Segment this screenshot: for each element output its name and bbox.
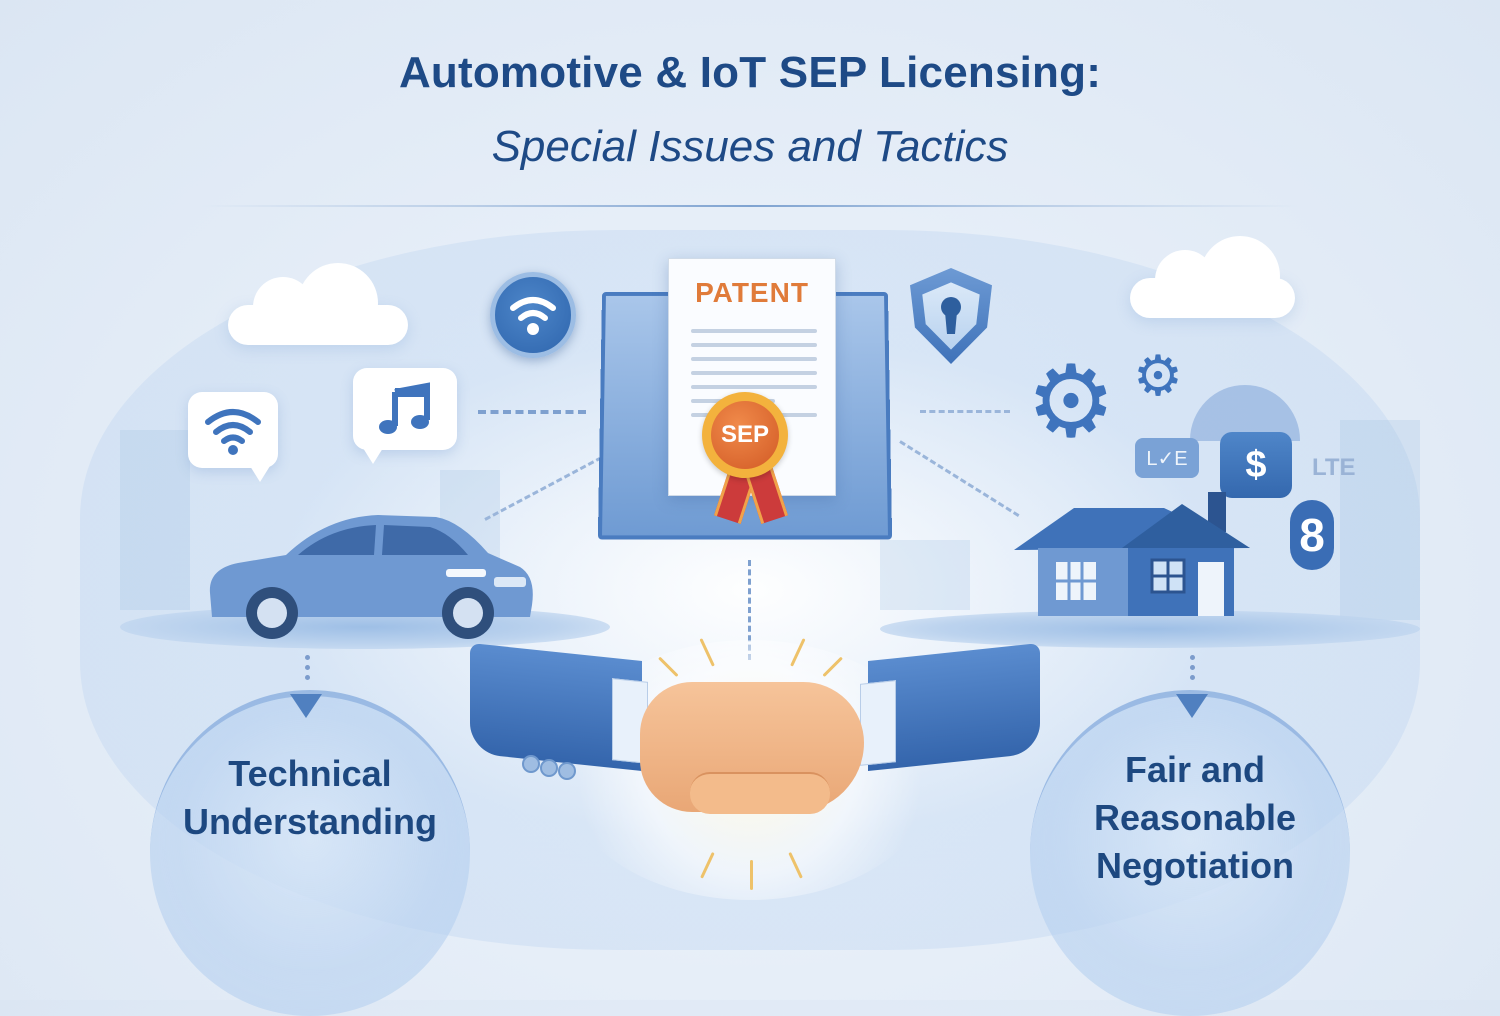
wifi-icon	[510, 297, 556, 335]
cloud-icon	[1130, 236, 1295, 318]
skyline-left	[120, 430, 190, 610]
house-platform	[880, 610, 1420, 648]
caption-line: Fair and	[1124, 749, 1266, 790]
caption-line: Understanding	[182, 801, 437, 842]
dotted-connector	[305, 655, 310, 685]
skyline-right-2	[880, 540, 970, 610]
cloud-icon	[228, 263, 408, 345]
fair-negotiation-zone	[1030, 690, 1350, 1016]
music-bubble	[353, 368, 457, 464]
dollar-icon: $	[1245, 443, 1267, 486]
finger-detail	[690, 772, 830, 814]
technical-understanding-label: Technical Understanding	[150, 750, 470, 846]
arrow-down-icon	[1176, 694, 1208, 718]
caption-line: Negotiation	[1096, 845, 1294, 886]
fair-negotiation-label: Fair and Reasonable Negotiation	[1030, 746, 1360, 890]
skyline-right	[1340, 420, 1420, 620]
dotted-connector	[1190, 655, 1195, 685]
music-note-icon	[379, 382, 430, 434]
wifi-bubble	[188, 392, 278, 482]
live-badge-icon: L✓E	[1135, 438, 1199, 478]
gear-icon: ⚙	[1132, 344, 1184, 407]
caption-line: Reasonable	[1093, 797, 1297, 838]
page-title: Automotive & IoT SEP Licensing:	[398, 48, 1102, 97]
title-divider	[200, 205, 1300, 207]
dollar-bubble: $	[1220, 432, 1292, 498]
house-icon	[1014, 492, 1250, 616]
sleeve-button	[540, 759, 558, 777]
document-line	[691, 357, 817, 361]
document-line	[691, 343, 817, 347]
glow-ray	[750, 860, 753, 890]
patent-label: PATENT	[695, 277, 809, 308]
sep-seal-label: SEP	[711, 401, 779, 469]
car-icon	[209, 515, 533, 639]
connector-line	[920, 410, 1010, 413]
sep-seal: SEP	[702, 392, 788, 478]
technical-understanding-zone	[150, 690, 470, 1016]
gear-icon: ⚙	[1026, 346, 1116, 458]
wifi-badge	[490, 272, 576, 358]
connector-line	[748, 560, 751, 660]
sleeve-button	[558, 762, 576, 780]
document-line	[691, 385, 817, 389]
bluetooth-like-icon: 8	[1290, 500, 1334, 570]
wifi-icon	[205, 409, 261, 455]
shield-lock-badge	[910, 268, 992, 364]
sleeve-button	[522, 755, 540, 773]
document-line	[691, 371, 817, 375]
connector-line	[478, 410, 586, 414]
arrow-down-icon	[290, 694, 322, 718]
right-cuff	[860, 680, 896, 766]
caption-line: Technical	[228, 753, 392, 794]
keyhole-icon	[940, 297, 961, 334]
lte-icon: LTE	[1312, 454, 1356, 481]
document-line	[691, 329, 817, 333]
page-subtitle: Special Issues and Tactics	[491, 122, 1009, 171]
